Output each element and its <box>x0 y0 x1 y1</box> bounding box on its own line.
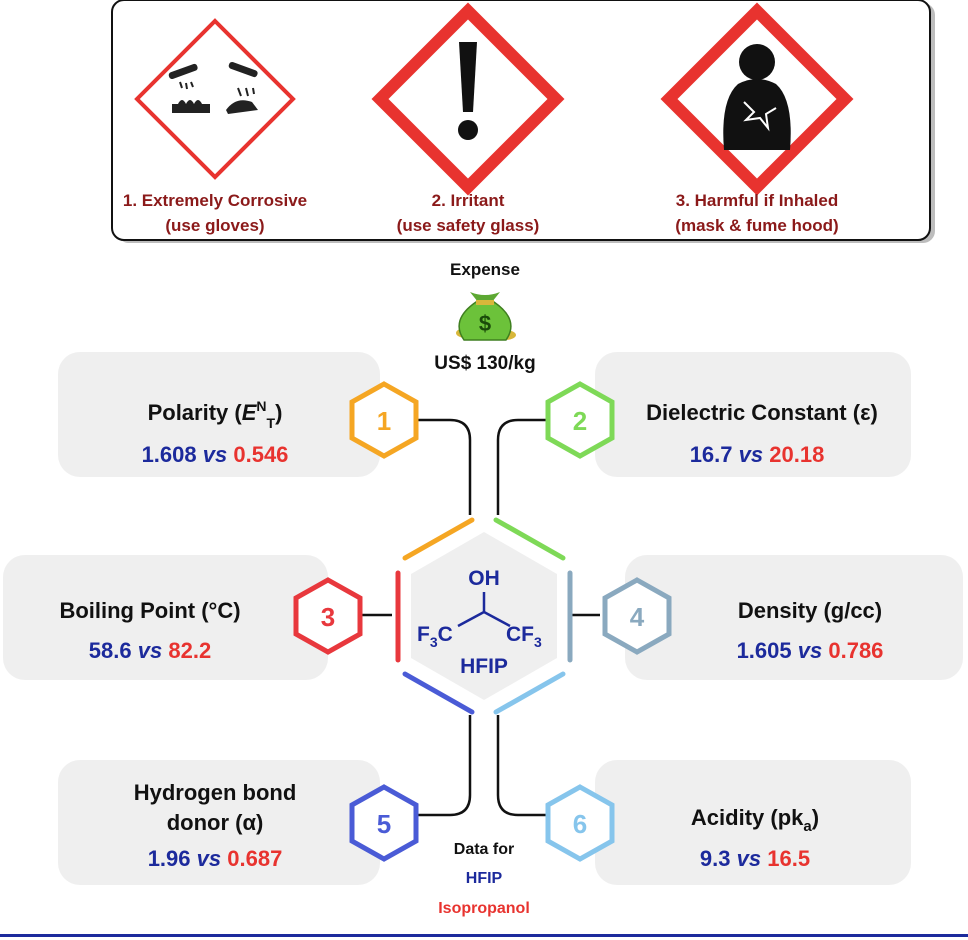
connectors <box>362 418 600 817</box>
badge-5-number: 5 <box>377 809 391 839</box>
legend-hfip: HFIP <box>466 870 503 887</box>
badge-1-number: 1 <box>377 406 391 436</box>
f3c-sub: 3 <box>430 634 438 650</box>
card-6-values: 9.3 vs 16.5 <box>700 846 810 871</box>
corrosive-icon <box>168 61 258 114</box>
legend: Data for HFIP Isopropanol <box>438 841 530 917</box>
card-5 <box>58 760 380 885</box>
hazard-1-line1: 1. Extremely Corrosive <box>123 191 307 210</box>
card-2 <box>595 352 911 477</box>
legend-isopropanol: Isopropanol <box>438 900 530 917</box>
card-4-values: 1.605 vs 0.786 <box>737 638 884 663</box>
irritant-pictogram <box>371 2 565 196</box>
card-4 <box>625 555 963 680</box>
cf3-sub: 3 <box>534 634 542 650</box>
card-1 <box>58 352 380 477</box>
f3c-c: C <box>438 623 453 646</box>
oh-label: OH <box>468 567 500 590</box>
health-hazard-icon <box>723 44 791 150</box>
number-badges <box>293 381 672 862</box>
svg-text:F3C: F3C <box>417 623 453 650</box>
molecule-name: HFIP <box>460 655 508 678</box>
badge-1 <box>349 381 419 459</box>
cards <box>3 352 963 885</box>
badge-5 <box>349 784 419 862</box>
expense-title: Expense <box>450 260 520 279</box>
badge-6 <box>545 784 615 862</box>
hazard-2-line2: (use safety glass) <box>397 216 540 235</box>
badge-2-number: 2 <box>573 406 587 436</box>
legend-title: Data for <box>454 841 514 858</box>
hazard-1-line2: (use gloves) <box>165 216 264 235</box>
card-3 <box>3 555 328 680</box>
f3c-f: F <box>417 623 430 646</box>
svg-text:$: $ <box>479 311 491 336</box>
badge-4 <box>602 577 672 655</box>
svg-text:CF3: CF3 <box>506 623 542 650</box>
card-5-title-line2: donor (α) <box>167 810 264 835</box>
badge-3 <box>293 577 363 655</box>
card-3-title: Boiling Point (°C) <box>59 598 240 623</box>
expense-block: Expense $ US$ 130/kg <box>434 260 535 374</box>
card-2-title: Dielectric Constant (ε) <box>646 400 878 425</box>
badge-2 <box>545 381 615 459</box>
health-hazard-pictogram <box>660 2 854 196</box>
hazard-3-line2: (mask & fume hood) <box>675 216 838 235</box>
card-2-values: 16.7 vs 20.18 <box>690 442 825 467</box>
card-5-title-line1: Hydrogen bond <box>134 780 297 805</box>
exclamation-icon <box>458 42 478 140</box>
center-hexagon <box>395 517 573 715</box>
cf3-cf: CF <box>506 623 534 646</box>
card-4-title: Density (g/cc) <box>738 598 882 623</box>
card-1-title: Polarity (ENT) <box>148 398 283 431</box>
hazard-3-line1: 3. Harmful if Inhaled <box>676 191 838 210</box>
card-3-values: 58.6 vs 82.2 <box>89 638 211 663</box>
badge-6-number: 6 <box>573 809 587 839</box>
hazard-panel: 1. Extremely Corrosive (use gloves) 2. I… <box>111 0 935 243</box>
card-1-values: 1.608 vs 0.546 <box>142 442 289 467</box>
hfip-structure: OH F3C CF3 HFIP <box>417 567 542 678</box>
corrosive-pictogram <box>134 18 296 180</box>
card-6-title: Acidity (pka) <box>691 805 819 835</box>
card-5-values: 1.96 vs 0.687 <box>148 846 283 871</box>
bottom-rule <box>0 934 968 937</box>
money-bag-icon: $ <box>456 292 516 341</box>
hazard-2-line1: 2. Irritant <box>432 191 505 210</box>
expense-price: US$ 130/kg <box>434 353 535 374</box>
badge-3-number: 3 <box>321 602 335 632</box>
badge-4-number: 4 <box>630 602 645 632</box>
card-6 <box>595 760 911 885</box>
